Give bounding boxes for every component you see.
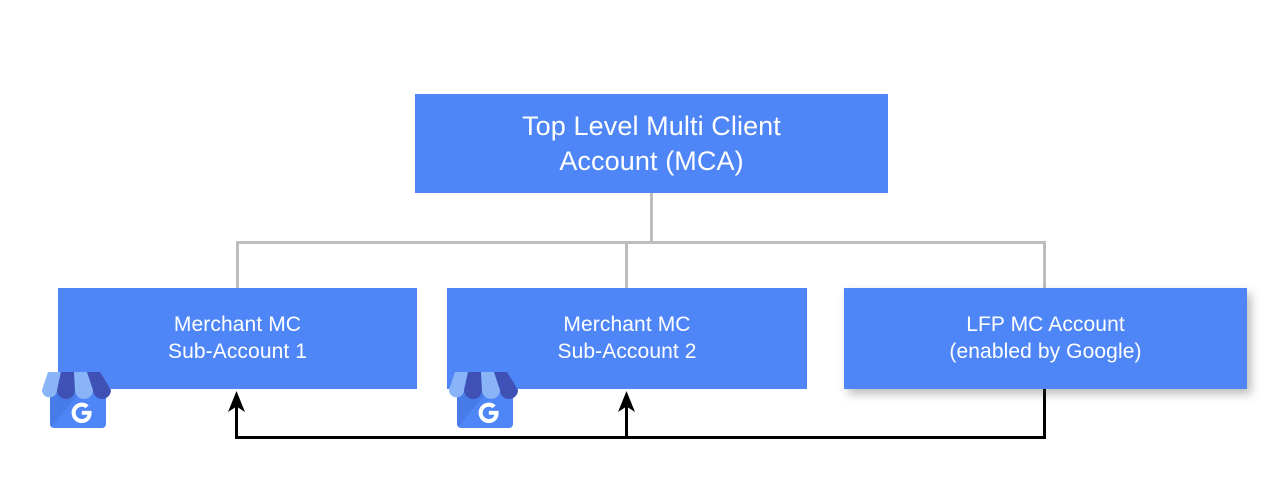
arrowhead-to-sub2	[618, 391, 635, 412]
tree-connectors	[236, 193, 1046, 288]
gmb-store-body-shade	[50, 390, 82, 428]
arrowhead-to-sub1	[228, 391, 245, 412]
node-merchant-mc-sub-account-2-line2: Sub-Account 2	[557, 339, 697, 363]
node-merchant-mc-sub-account-1[interactable]: Merchant MC Sub-Account 1	[58, 288, 417, 389]
node-lfp-mc-account-line1: LFP MC Account	[966, 312, 1125, 336]
gmb-awning	[42, 372, 111, 399]
node-top-level-mca-line2: Account (MCA)	[559, 145, 744, 176]
gmb-g-glyph	[71, 402, 92, 424]
flow-connectors	[235, 389, 1046, 439]
node-top-level-mca[interactable]: Top Level Multi Client Account (MCA)	[415, 94, 888, 193]
google-my-business-icon	[449, 372, 518, 428]
node-merchant-mc-sub-account-1-line1: Merchant MC	[173, 312, 302, 336]
google-my-business-icon	[42, 372, 111, 428]
gmb-store-body-shade	[457, 390, 489, 428]
gmb-g-glyph	[478, 402, 499, 424]
node-top-level-mca-line1: Top Level Multi Client	[522, 110, 781, 141]
node-lfp-mc-account-line2: (enabled by Google)	[949, 339, 1142, 363]
gmb-awning	[449, 372, 518, 399]
flow-arrowheads	[228, 391, 635, 412]
node-lfp-mc-account[interactable]: LFP MC Account (enabled by Google)	[844, 288, 1247, 389]
node-merchant-mc-sub-account-1-line2: Sub-Account 1	[167, 339, 308, 363]
node-merchant-mc-sub-account-2-line1: Merchant MC	[563, 312, 691, 336]
